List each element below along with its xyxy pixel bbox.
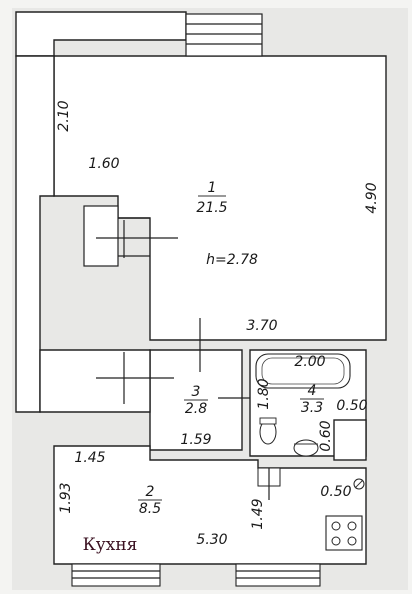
left-corridor (15, 55, 55, 413)
dim-2-00: 2.00 (294, 354, 325, 370)
dim-1-93: 1.93 (58, 482, 74, 513)
dim-1-59: 1.59 (180, 432, 211, 448)
dim-3-70: 3.70 (246, 318, 277, 334)
room-3-number: 3 (192, 384, 201, 400)
dim-2-10: 2.10 (56, 100, 72, 131)
sink-icon (293, 439, 319, 457)
top-window (185, 13, 263, 57)
dim-1-45: 1.45 (74, 450, 105, 466)
shaft-block (333, 419, 367, 461)
kitchen-riser (257, 467, 365, 500)
ceiling-height: h=2.78 (206, 252, 258, 268)
dim-4-90: 4.90 (364, 182, 380, 213)
room-2-number: 2 (146, 484, 155, 500)
dim-5-30: 5.30 (196, 532, 227, 548)
room-4-area: 3.3 (301, 400, 323, 416)
room-3-area: 2.8 (185, 401, 207, 417)
bottom-window-right (235, 563, 321, 587)
dim-0-50-kitchen: 0.50 (320, 484, 351, 500)
dim-1-49: 1.49 (250, 498, 266, 529)
room-2-area: 8.5 (139, 501, 161, 517)
dim-1-80: 1.80 (256, 378, 272, 409)
kitchen-label: Кухня (83, 535, 138, 555)
stove-icon (325, 515, 363, 551)
toilet-icon (259, 417, 277, 445)
dim-1-60: 1.60 (88, 156, 119, 172)
hall-corridor (39, 349, 151, 413)
room-1-number: 1 (208, 180, 217, 196)
bottom-window-left (71, 563, 161, 587)
dim-0-60: 0.60 (318, 420, 334, 451)
chimney-block (83, 205, 178, 267)
room-4-number: 4 (308, 383, 317, 399)
room-1-area: 21.5 (196, 200, 227, 216)
dim-0-50-bath: 0.50 (336, 398, 367, 414)
bathtub-icon (255, 353, 351, 389)
